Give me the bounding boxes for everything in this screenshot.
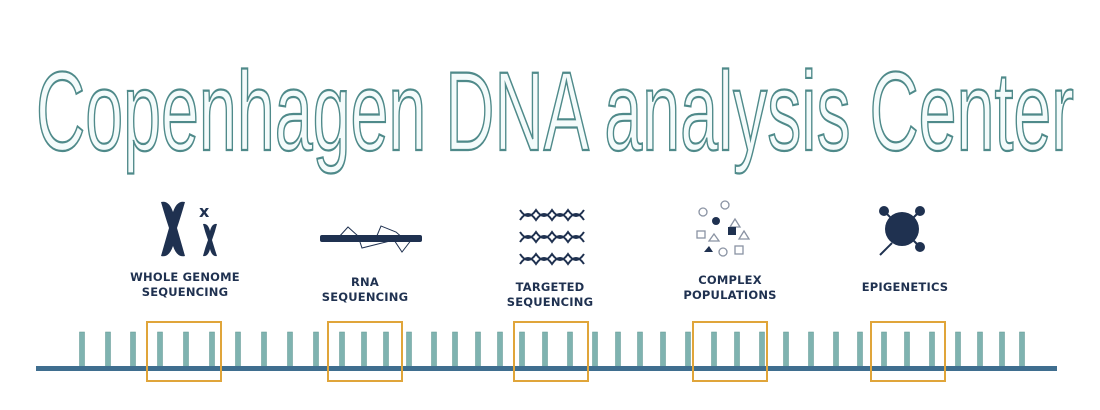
- track-bar: [287, 331, 293, 369]
- track-bar: [452, 331, 458, 369]
- dna-helix-icon: [519, 208, 585, 266]
- track-bar: [183, 331, 189, 369]
- track-bar: [685, 331, 691, 369]
- category-label: SEQUENCING: [321, 290, 409, 304]
- category-label: EPIGENETICS: [861, 280, 949, 294]
- track-bar: [130, 331, 136, 369]
- track-bar: [406, 331, 412, 369]
- track-bar: [660, 331, 666, 369]
- page-title-graphic: Copenhagen DNA analysis Center: [35, 48, 1075, 175]
- track-bar: [313, 331, 319, 369]
- highlight-box: [513, 321, 589, 382]
- track-bar: [592, 331, 598, 369]
- track-bar: [157, 331, 163, 369]
- track-bar: [711, 331, 717, 369]
- track-bar: [999, 331, 1005, 369]
- track-bar: [615, 331, 621, 369]
- track-bar: [833, 331, 839, 369]
- category-epigenetics: EPIGENETICS: [850, 280, 960, 295]
- track-bar: [79, 331, 85, 369]
- track-bar: [383, 331, 389, 369]
- track-bar: [235, 331, 241, 369]
- category-label: POPULATIONS: [683, 288, 777, 302]
- category-label: COMPLEX: [698, 273, 762, 287]
- track-bar: [783, 331, 789, 369]
- track-bar: [339, 331, 345, 369]
- highlight-box: [870, 321, 946, 382]
- highlight-box: [327, 321, 403, 382]
- track-bar: [637, 331, 643, 369]
- track-bar: [881, 331, 887, 369]
- category-label: SEQUENCING: [506, 295, 594, 309]
- track-baseline: [36, 366, 1057, 371]
- track-bar: [567, 331, 573, 369]
- molecule-icon: [879, 206, 925, 256]
- track-bar: [1019, 331, 1025, 369]
- svg-text:x: x: [199, 202, 210, 221]
- track-bar: [475, 331, 481, 369]
- track-bar: [857, 331, 863, 369]
- highlight-box: [146, 321, 222, 382]
- track-bar: [759, 331, 765, 369]
- track-bar: [261, 331, 267, 369]
- chromosome-icon: x: [161, 201, 217, 257]
- track-bar: [105, 331, 111, 369]
- track-bar: [808, 331, 814, 369]
- rna-strand-icon: [320, 225, 422, 253]
- track-bar: [542, 331, 548, 369]
- track-bar: [929, 331, 935, 369]
- shapes-population-icon: [696, 200, 751, 257]
- track-bar: [431, 331, 437, 369]
- track-bar: [734, 331, 740, 369]
- track-bar: [977, 331, 983, 369]
- track-bar: [209, 331, 215, 369]
- category-label: TARGETED: [515, 280, 585, 294]
- category-label: WHOLE GENOME: [130, 270, 240, 284]
- track-bar: [361, 331, 367, 369]
- track-bar: [497, 331, 503, 369]
- category-label: SEQUENCING: [141, 285, 229, 299]
- page-title: Copenhagen DNA analysis Center: [36, 49, 1074, 174]
- category-label: RNA: [351, 275, 379, 289]
- track-bar: [904, 331, 910, 369]
- track-bar: [519, 331, 525, 369]
- track-bar: [955, 331, 961, 369]
- highlight-box: [692, 321, 768, 382]
